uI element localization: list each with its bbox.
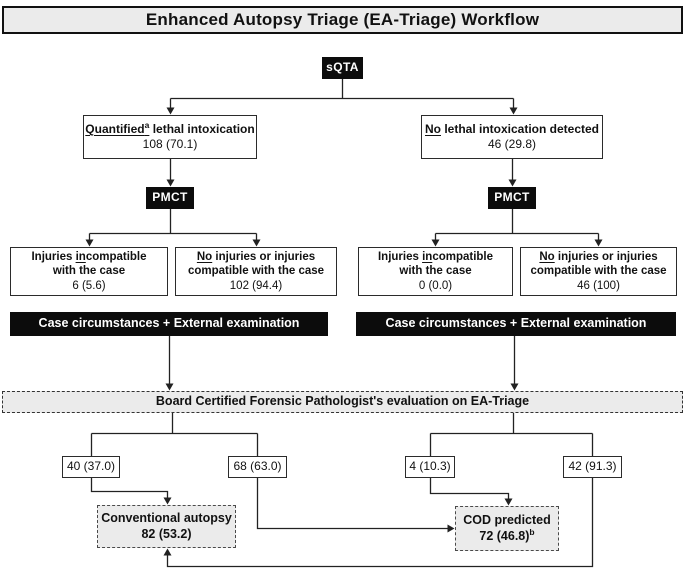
- cod-predicted-node: COD predicted 72 (46.8)b: [455, 506, 559, 551]
- no-injuries-compatible-left-line2: compatible with the case: [187, 265, 325, 278]
- conventional-autopsy-label: Conventional autopsy: [101, 510, 232, 525]
- count-68-label: 68 (63.0): [233, 459, 282, 474]
- exam-bar-left-label: Case circumstances + External examinatio…: [38, 316, 300, 331]
- conventional-autopsy-node: Conventional autopsy 82 (53.2): [97, 505, 236, 548]
- count-42-label: 42 (91.3): [568, 459, 617, 474]
- count-42-node: 42 (91.3): [563, 456, 622, 478]
- pmct-left-node: PMCT: [146, 187, 194, 209]
- sqta-node: sQTA: [322, 57, 363, 79]
- injuries-incompatible-right-line1: Injuries incompatible: [377, 250, 494, 263]
- count-40-label: 40 (37.0): [66, 459, 116, 474]
- count-40-node: 40 (37.0): [62, 456, 120, 478]
- injuries-incompatible-right-line2: with the case: [399, 265, 472, 278]
- injuries-incompatible-left-line1: Injuries incompatible: [31, 250, 147, 263]
- no-injuries-compatible-left-count: 102 (94.4): [229, 279, 283, 292]
- exam-bar-right: Case circumstances + External examinatio…: [356, 312, 676, 336]
- diagram-title-text: Enhanced Autopsy Triage (EA-Triage) Work…: [145, 10, 540, 30]
- no-injuries-compatible-right-count: 46 (100): [577, 279, 620, 292]
- quantified-intoxication-label: Quantifieda lethal intoxication: [85, 119, 255, 136]
- sqta-label: sQTA: [326, 60, 359, 75]
- cod-predicted-label: COD predicted: [463, 512, 551, 527]
- count-4-node: 4 (10.3): [405, 456, 455, 478]
- exam-bar-right-label: Case circumstances + External examinatio…: [385, 316, 647, 331]
- injuries-incompatible-right-count: 0 (0.0): [418, 279, 453, 292]
- pathologist-evaluation-node: Board Certified Forensic Pathologist's e…: [2, 391, 683, 413]
- no-injuries-compatible-left-line1: No injuries or injuries: [196, 250, 316, 263]
- no-intoxication-count: 46 (29.8): [487, 137, 537, 151]
- injuries-incompatible-right-node: Injuries incompatible with the case 0 (0…: [358, 247, 513, 296]
- injuries-incompatible-left-line2: with the case: [52, 265, 126, 278]
- no-intoxication-node: No lethal intoxication detected 46 (29.8…: [421, 115, 603, 159]
- injuries-incompatible-left-node: Injuries incompatible with the case 6 (5…: [10, 247, 168, 296]
- no-injuries-compatible-right-line2: compatible with the case: [530, 265, 667, 278]
- pathologist-evaluation-label: Board Certified Forensic Pathologist's e…: [155, 394, 530, 409]
- pmct-right-node: PMCT: [488, 187, 536, 209]
- no-injuries-compatible-right-line1: No injuries or injuries: [539, 250, 658, 263]
- count-68-node: 68 (63.0): [228, 456, 287, 478]
- quantified-intoxication-count: 108 (70.1): [142, 137, 198, 151]
- conventional-autopsy-count: 82 (53.2): [141, 526, 192, 541]
- no-injuries-compatible-right-node: No injuries or injuries compatible with …: [520, 247, 677, 296]
- cod-predicted-count: 72 (46.8)b: [479, 526, 535, 543]
- injuries-incompatible-left-count: 6 (5.6): [72, 279, 106, 292]
- exam-bar-left: Case circumstances + External examinatio…: [10, 312, 328, 336]
- quantified-intoxication-node: Quantifieda lethal intoxication 108 (70.…: [83, 115, 257, 159]
- pmct-left-label: PMCT: [152, 190, 188, 205]
- count-4-label: 4 (10.3): [409, 459, 451, 474]
- pmct-right-label: PMCT: [494, 190, 530, 205]
- no-intoxication-label: No lethal intoxication detected: [424, 121, 600, 136]
- no-injuries-compatible-left-node: No injuries or injuries compatible with …: [175, 247, 337, 296]
- diagram-title: Enhanced Autopsy Triage (EA-Triage) Work…: [2, 6, 683, 34]
